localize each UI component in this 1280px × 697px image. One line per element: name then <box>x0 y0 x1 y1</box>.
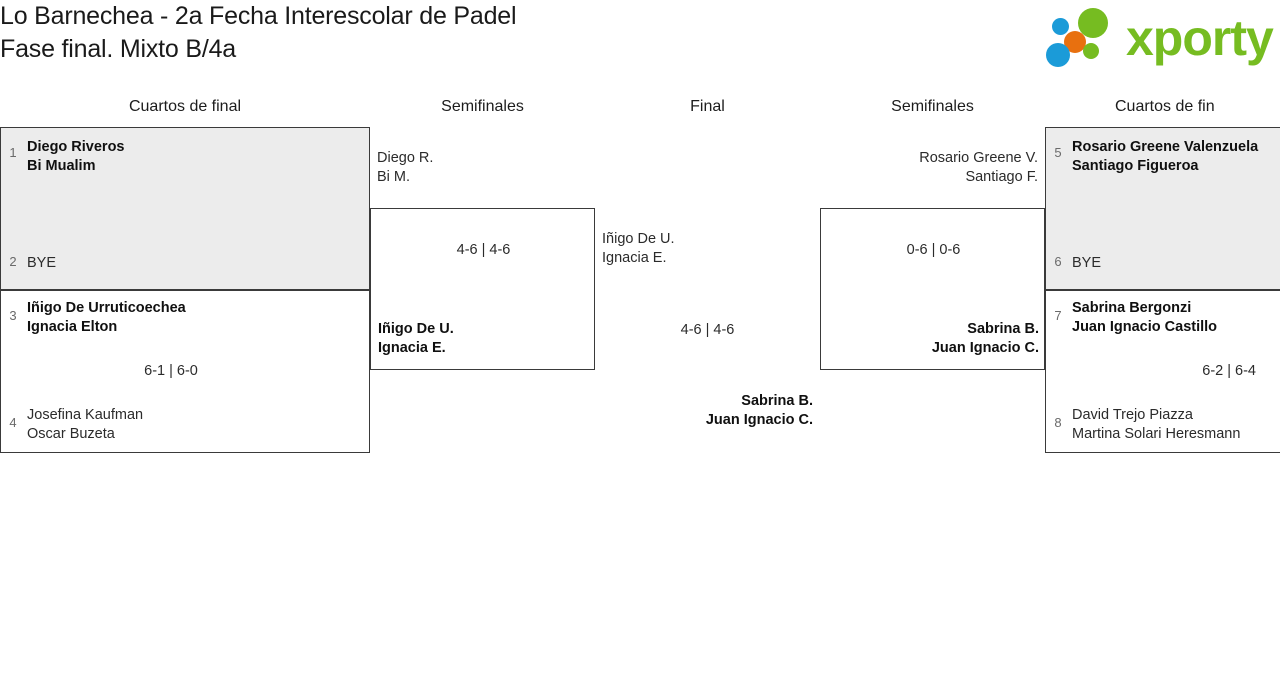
team-name-line-1: David Trejo Piazza <box>1072 407 1193 423</box>
match-box-right-qf1[interactable]: 5 Rosario Greene Valenzuela Santiago Fig… <box>1045 127 1280 290</box>
match-box-left-semifinal[interactable]: 4-6 | 4-6 Iñigo De U. Ignacia E. <box>370 208 595 370</box>
seed-number: 4 <box>9 415 17 430</box>
round-header-right-quarterfinals: Cuartos de fin <box>1115 98 1215 115</box>
right-sf-top-team-line-2: Santiago F. <box>965 169 1038 185</box>
seed-number: 5 <box>1054 145 1062 160</box>
match-score: 0-6 | 0-6 <box>906 242 961 258</box>
team-name-line-1: Sabrina Bergonzi <box>1072 300 1192 316</box>
seed-number: 1 <box>9 145 17 160</box>
round-header-left-quarterfinals: Cuartos de final <box>128 98 242 115</box>
right-sf-top-team-line-1: Rosario Greene V. <box>919 150 1038 166</box>
team-name-line-1: Diego Riveros <box>27 139 125 155</box>
team-name-line-2: Martina Solari Heresmann <box>1072 426 1241 442</box>
team-name-line-2: Oscar Buzeta <box>27 426 115 442</box>
match-box-right-qf2[interactable]: 7 Sabrina Bergonzi Juan Ignacio Castillo… <box>1045 290 1280 453</box>
match-box-left-qf2[interactable]: 3 Iñigo De Urruticoechea Ignacia Elton 6… <box>0 290 370 453</box>
match-score: 6-2 | 6-4 <box>1202 363 1256 379</box>
seed-number: 8 <box>1054 415 1062 430</box>
team-name-line-1: Rosario Greene Valenzuela <box>1072 139 1259 155</box>
team-name-line-2: Santiago Figueroa <box>1072 158 1199 174</box>
match-box-left-qf1[interactable]: 1 Diego Riveros Bi Mualim 2 BYE <box>0 127 370 290</box>
seed-number: 2 <box>9 254 17 269</box>
seed-number: 3 <box>9 308 17 323</box>
team-name-line-2: Juan Ignacio C. <box>931 340 1039 356</box>
team-name-line-1: Sabrina B. <box>967 321 1039 337</box>
match-score: 6-1 | 6-0 <box>144 363 198 379</box>
final-bottom-team-line-1: Sabrina B. <box>741 393 813 409</box>
round-header-final: Final <box>690 98 725 115</box>
match-box-right-semifinal[interactable]: 0-6 | 0-6 Sabrina B. Juan Ignacio C. <box>820 208 1045 370</box>
page-title: Lo Barnechea - 2a Fecha Interescolar de … <box>0 0 1020 66</box>
left-sf-top-team-line-1: Diego R. <box>377 150 434 166</box>
left-sf-top-team-line-2: Bi M. <box>377 169 411 185</box>
seed-number: 7 <box>1054 308 1062 323</box>
team-name-line-1: Josefina Kaufman <box>27 407 144 423</box>
round-header-right-semifinals: Semifinales <box>891 98 974 115</box>
final-top-team-line-1: Iñigo De U. <box>602 231 675 247</box>
team-name-line-2: Ignacia E. <box>378 340 446 356</box>
team-name-line-2: Juan Ignacio Castillo <box>1072 319 1218 335</box>
final-bottom-team-line-2: Juan Ignacio C. <box>705 412 813 428</box>
team-name-line-2: Bi Mualim <box>27 158 96 174</box>
xporty-logo[interactable]: xporty <box>1046 6 1276 70</box>
team-name-line-2: Ignacia Elton <box>27 319 118 335</box>
round-header-left-semifinals: Semifinales <box>441 98 524 115</box>
team-name-line-1: BYE <box>27 255 57 271</box>
logo-dots-icon <box>1046 6 1122 70</box>
logo-wordmark: xporty <box>1126 10 1274 66</box>
tournament-title-line-2: Fase final. Mixto B/4a <box>0 35 236 63</box>
seed-number: 6 <box>1054 254 1062 269</box>
team-name-line-1: Iñigo De U. <box>378 321 454 337</box>
match-score: 4-6 | 4-6 <box>456 242 511 258</box>
team-name-line-1: BYE <box>1072 255 1102 271</box>
final-top-team-line-2: Ignacia E. <box>602 250 667 266</box>
team-name-line-1: Iñigo De Urruticoechea <box>27 300 186 316</box>
tournament-title-line-1: Lo Barnechea - 2a Fecha Interescolar de … <box>0 2 517 30</box>
final-score: 4-6 | 4-6 <box>680 322 735 338</box>
